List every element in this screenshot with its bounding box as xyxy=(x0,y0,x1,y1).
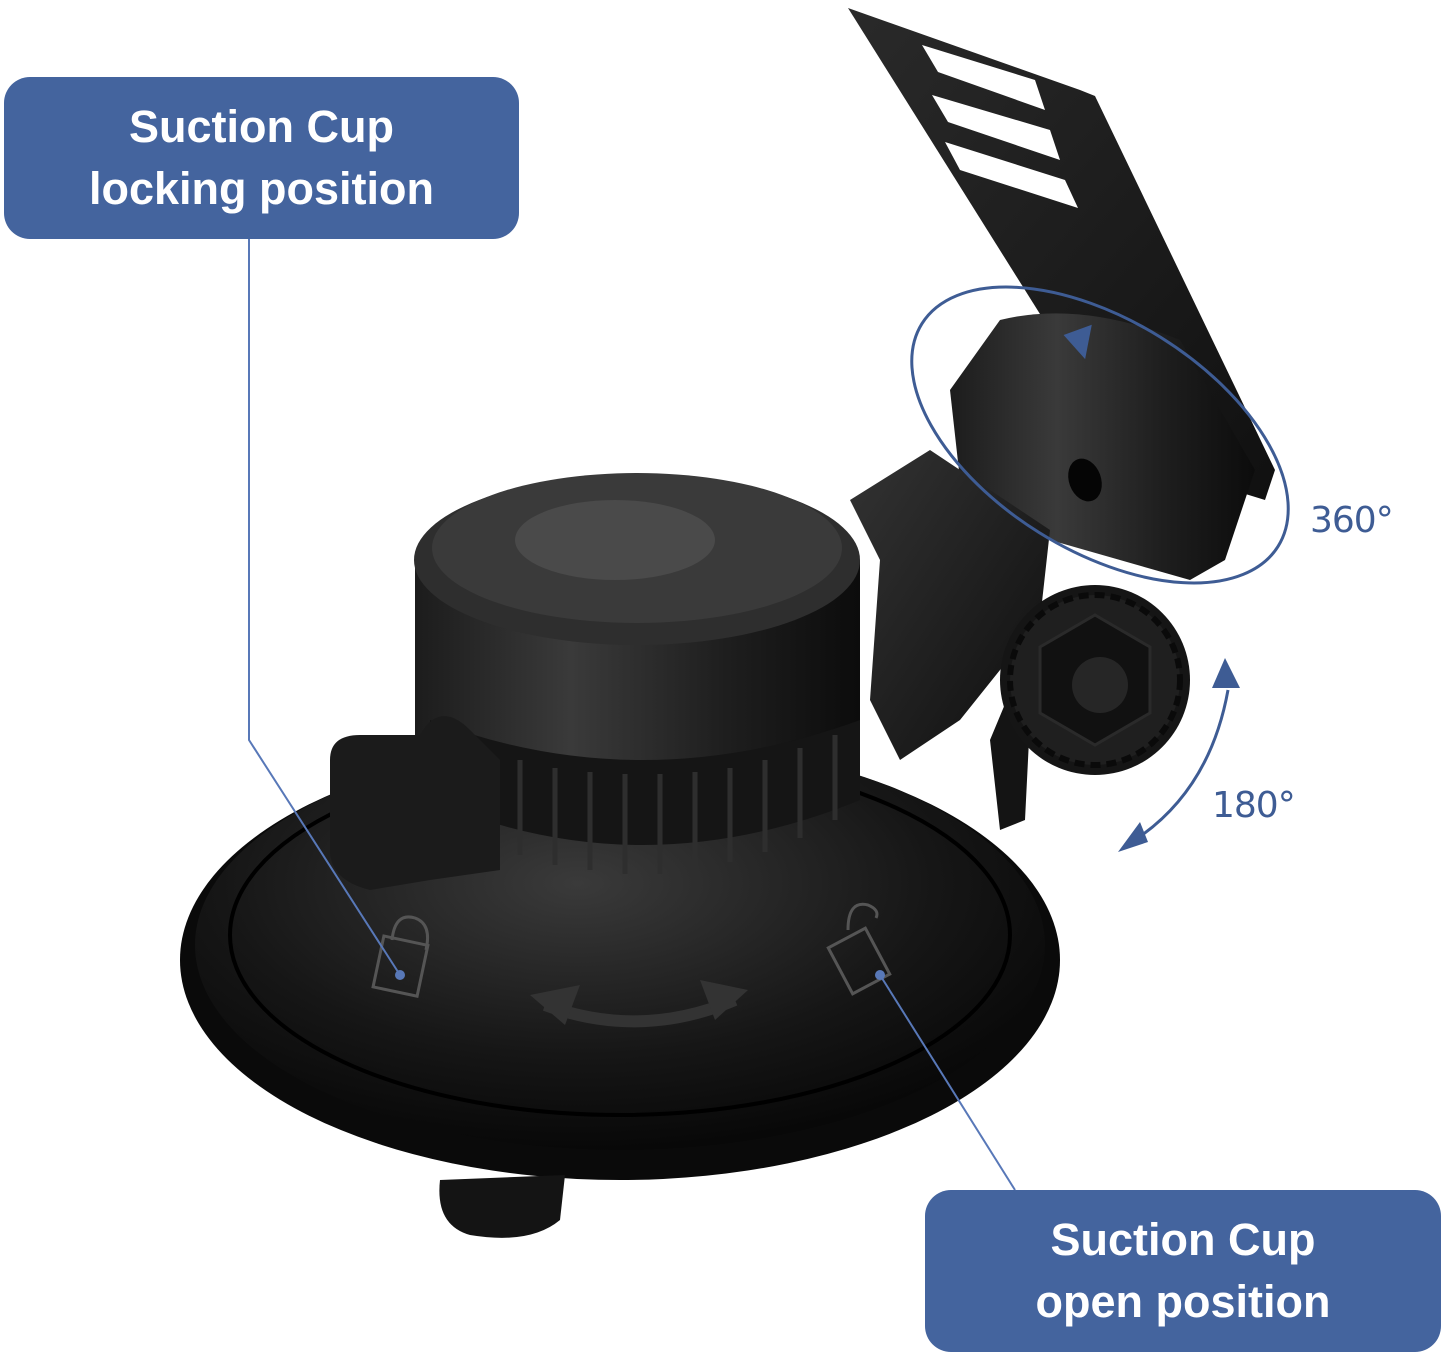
tilt-180-arrow-icon xyxy=(1118,658,1240,852)
lock-marker-dot xyxy=(395,970,405,980)
callout-open-line2: open position xyxy=(1035,1276,1331,1327)
open-marker-dot xyxy=(875,970,885,980)
swivel-joint xyxy=(950,313,1255,580)
callout-locking-position: Suction Cup locking position xyxy=(4,77,519,239)
swivel-360-arrow-icon xyxy=(910,285,1290,585)
padlock-open-icon xyxy=(826,902,892,996)
callout-open-line1: Suction Cup xyxy=(1050,1214,1316,1265)
leader-lines xyxy=(248,239,1016,1191)
callout-locking-line1: Suction Cup xyxy=(129,101,394,152)
swivel-degree-label: 360° xyxy=(1310,500,1394,541)
lock-dome xyxy=(330,473,860,890)
callout-locking-line2: locking position xyxy=(89,163,434,214)
callout-open-position: Suction Cup open position xyxy=(925,1190,1441,1352)
tilt-knob xyxy=(1000,585,1190,775)
rotate-arrow-icon xyxy=(530,980,748,1028)
padlock-closed-icon xyxy=(371,915,430,998)
tilt-degree-label: 180° xyxy=(1212,785,1296,826)
